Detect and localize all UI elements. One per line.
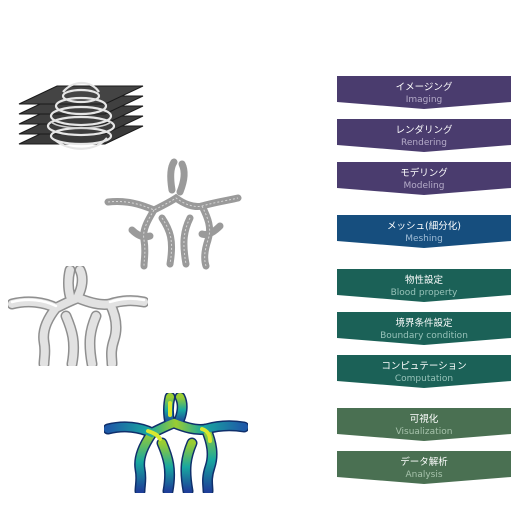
step-label-en: Boundary condition: [337, 331, 511, 341]
colored-flow-visualization-icon: [104, 393, 248, 493]
step-label-en: Computation: [337, 374, 511, 384]
step-label-en: Blood property: [337, 288, 511, 298]
step-modeling: モデリング Modeling: [337, 162, 512, 196]
step-imaging: イメージング Imaging: [337, 76, 512, 110]
step-label-jp: モデリング: [337, 168, 511, 179]
step-label-jp: データ解析: [337, 457, 511, 468]
step-label-en: Meshing: [337, 234, 511, 244]
step-label-jp: コンピュテーション: [337, 361, 511, 372]
step-boundary-condition: 境界条件設定 Boundary condition: [337, 312, 512, 346]
step-label-jp: レンダリング: [337, 125, 511, 136]
step-label-jp: 可視化: [337, 414, 511, 425]
step-meshing: メッシュ(細分化) Meshing: [337, 215, 512, 249]
step-label-en: Rendering: [337, 138, 511, 148]
step-label-jp: イメージング: [337, 82, 511, 93]
step-label-en: Modeling: [337, 181, 511, 191]
step-blood-property: 物性設定 Blood property: [337, 269, 512, 303]
step-label-jp: 境界条件設定: [337, 318, 511, 329]
step-rendering: レンダリング Rendering: [337, 119, 512, 153]
step-label-en: Imaging: [337, 95, 511, 105]
step-label-jp: メッシュ(細分化): [337, 221, 511, 232]
step-visualization: 可視化 Visualization: [337, 408, 512, 442]
step-computation: コンピュテーション Computation: [337, 355, 512, 389]
step-label-jp: 物性設定: [337, 275, 511, 286]
wireframe-mesh-vessel-icon: [104, 156, 244, 271]
step-label-en: Visualization: [337, 427, 511, 437]
ct-slice-stack-icon: [15, 78, 150, 163]
solid-vessel-model-icon: [8, 266, 148, 366]
step-analysis: データ解析 Analysis: [337, 451, 512, 485]
step-label-en: Analysis: [337, 470, 511, 480]
